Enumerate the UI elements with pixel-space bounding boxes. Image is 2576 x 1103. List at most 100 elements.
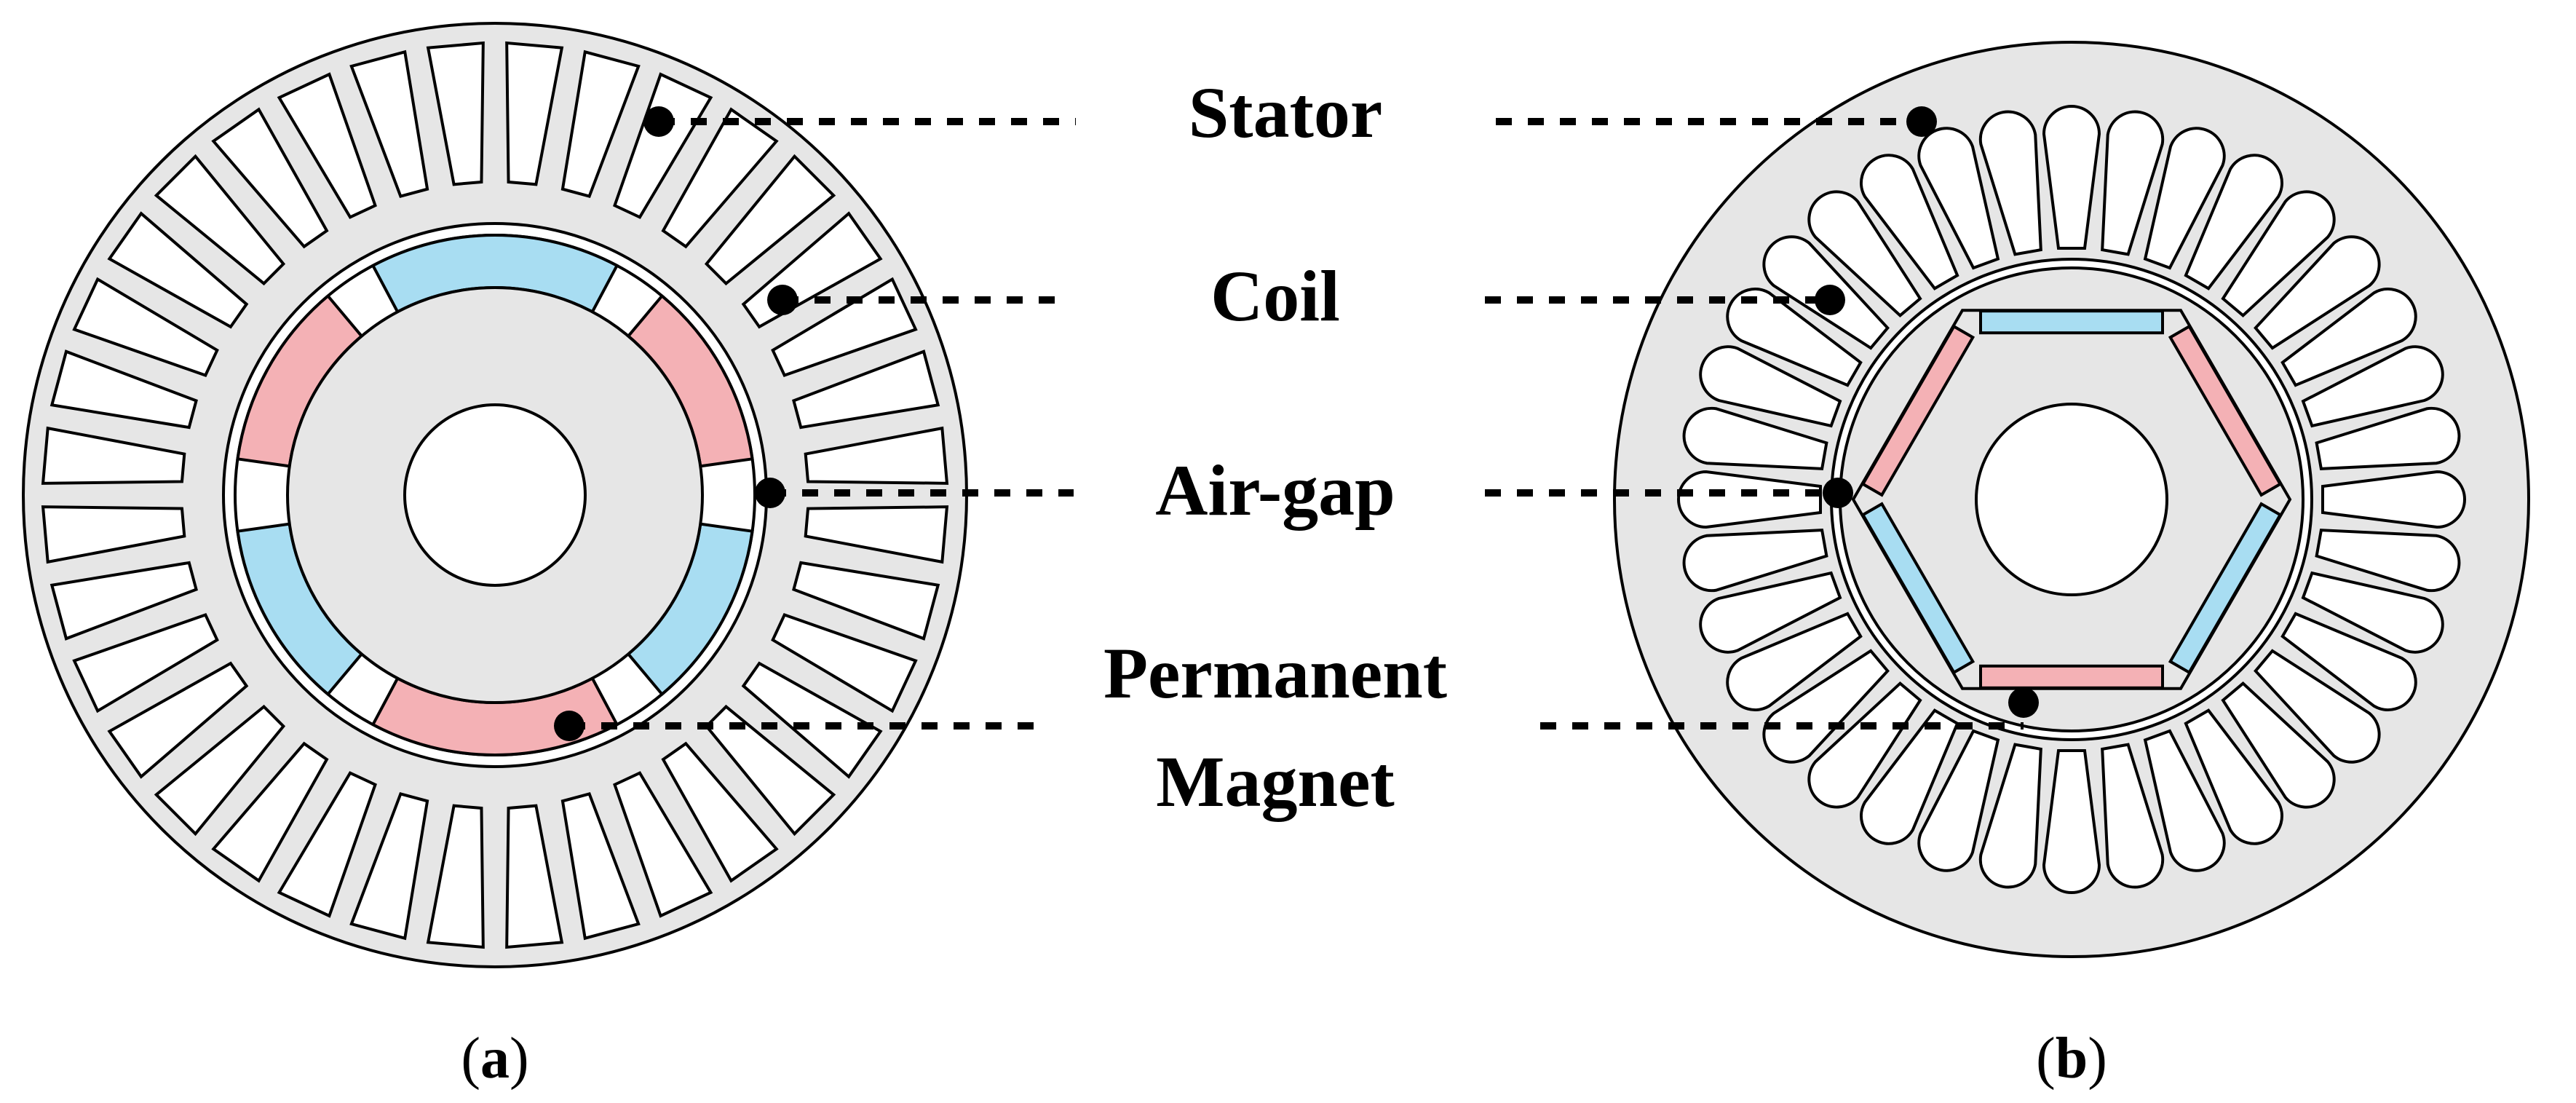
motor-a-slot [741,661,883,779]
motor-b-slot [2042,749,2101,894]
motor-b-slot [1807,681,1922,809]
motor-b-magnet [1860,502,1975,675]
component-labels: Stator Coil Air-gap Permanent Magnet [1103,72,1447,822]
caption-b-letter: b [2056,1027,2088,1091]
caption-b-close: ) [2088,1027,2107,1091]
motor-a-slot [804,426,949,485]
motor-b-slot [1762,649,1890,764]
motor-a-slot [792,349,940,430]
caption-a-letter: a [480,1027,510,1091]
motor-b-slot [2143,729,2226,873]
motor-b-slot [1677,470,1822,529]
motor-b-slot [1699,571,1842,654]
motor-b-slot [2315,406,2461,470]
motor-a-slot [41,505,186,564]
coil-dot-a [767,285,798,315]
motor-a-slot [49,349,198,430]
label-permanent: Permanent [1103,633,1447,713]
motor-b-slot [1807,190,1922,317]
motor-b-magnet [2168,502,2283,675]
motor-b-slot [2301,345,2444,428]
label-magnet: Magnet [1156,741,1395,822]
air-gap-dot-b [1823,478,1853,508]
motor-b-slot [2254,649,2381,764]
magnet-dot-b [2008,687,2039,718]
caption-a: (a) [461,1027,528,1091]
motor-a-slot [107,211,249,329]
motor-a-slot [211,741,329,883]
motor-a-slot [704,154,836,286]
motor-a-stator-slots [41,41,949,949]
label-stator: Stator [1189,72,1383,153]
air-gap-dot-a [755,478,785,508]
label-air-gap: Air-gap [1155,450,1395,531]
motor-b-slot [1917,126,2000,270]
motor-a-slot [349,50,429,198]
motor-b-interior-pm [1613,41,2530,958]
motor-a-slot [505,41,564,186]
motor-b-slot [2315,529,2461,593]
motor-a-permanent-magnets [236,234,754,756]
motor-b-slot [2280,612,2417,711]
caption-a-close: ) [510,1027,529,1091]
motor-b-slot [1726,612,1863,711]
figure-captions: (a) (b) [461,1027,2107,1091]
motor-a-slot [426,41,485,186]
motor-a-slot [613,72,713,219]
magnet-dot-a [554,711,584,741]
motor-a-slot [349,792,429,941]
motor-b-slot [2254,235,2381,350]
motor-a-slot [277,72,377,219]
stator-dot-b [1906,106,1937,137]
motor-b-slot [1682,406,1828,470]
motor-a-slot [661,107,779,249]
motor-a-slot [792,561,940,641]
motor-b-slot [1726,288,1863,387]
caption-b: (b) [2036,1027,2107,1091]
coil-dot-b [1815,285,1845,315]
motor-b-slot [1860,154,1959,290]
motor-a-slot [211,107,329,249]
motor-b-slot [2101,110,2165,256]
motor-a-slot [277,771,377,918]
caption-b-open: ( [2036,1027,2056,1091]
motor-a-slot [154,154,286,286]
motor-b-slot [2143,126,2226,270]
caption-a-open: ( [461,1027,480,1091]
motor-b-slot [2042,105,2101,250]
leader-lines [569,118,2024,730]
motor-a-slot [72,277,219,377]
leader-dots [554,106,2039,741]
motor-a-slot [661,741,779,883]
motor-b-stator-slots [1677,105,2466,894]
motor-b-slot [1978,743,2042,889]
motor-b-slot [2221,681,2336,809]
motor-a-surface-pm [22,22,968,968]
motor-b-slot [2101,743,2165,889]
motor-b-slot [2280,288,2417,387]
motor-b-permanent-magnets [1860,309,2283,689]
motor-b-slot [1860,708,1959,845]
motor-a-slot [505,804,564,949]
motor-b-slot [2321,470,2466,529]
motor-b-magnet [1979,309,2164,335]
stator-dot-a [643,106,674,137]
motor-b-magnet [2168,324,2283,497]
motor-a-slot [49,561,198,641]
motor-a-slot [560,50,641,198]
motor-a-slot [771,613,918,713]
motor-b-slot [1917,729,2000,873]
motor-b-magnet [1979,664,2164,689]
motor-b-slot [2184,708,2283,845]
motor-b-slot [1978,110,2042,256]
motor-a-slot [107,661,249,779]
motor-a-shaft [403,403,587,587]
motor-b-slot [1682,529,1828,593]
motor-a-slot [154,704,286,837]
motor-a-slot [804,505,949,564]
motor-a-slot [613,771,713,918]
motor-b-shaft [1975,403,2168,596]
motor-b-slot [1699,345,1842,428]
